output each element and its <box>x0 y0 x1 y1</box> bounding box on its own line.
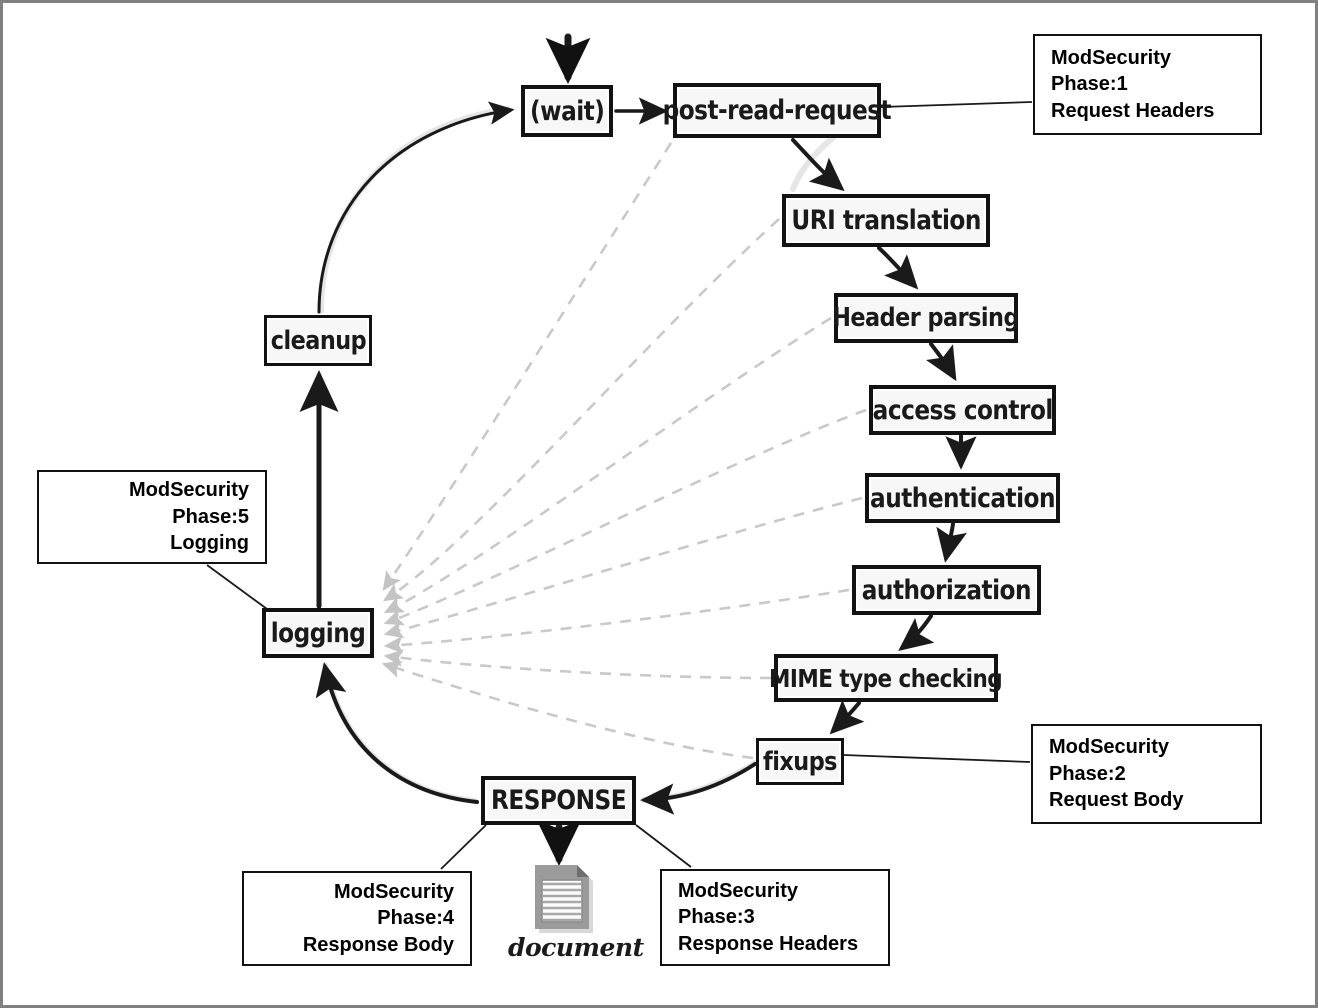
node-header-parsing[interactable]: Header parsing <box>832 293 1020 343</box>
callout-modsecurity-phase-2: ModSecurity Phase:2 Request Body <box>1031 724 1262 824</box>
leader-phase2 <box>843 754 1031 763</box>
dashed-mime-to-logging <box>383 649 772 680</box>
edge-uri-to-header <box>877 246 919 290</box>
dashed-uri-to-logging <box>383 218 780 602</box>
node-label: RESPONSE <box>490 785 627 816</box>
edge-cleanup-to-wait <box>317 101 515 314</box>
node-mime-type-checking[interactable]: MIME type checking <box>769 654 1003 702</box>
leader-phase3 <box>635 824 692 868</box>
callout-modsecurity-phase-3: ModSecurity Phase:3 Response Headers <box>660 869 890 966</box>
callout-line: Logging <box>170 532 249 555</box>
callout-line: ModSecurity Phase:5 <box>128 479 249 528</box>
callout-line: ModSecurity Phase:3 <box>678 879 799 929</box>
node-label: authentication <box>870 482 1055 514</box>
node-post-read-request[interactable]: post-read-request <box>663 83 892 138</box>
callout-modsecurity-phase-1: ModSecurity Phase:1 Request Headers <box>1033 34 1262 135</box>
node-logging[interactable]: logging <box>262 608 374 658</box>
dashed-header-to-logging <box>383 316 832 614</box>
callout-modsecurity-phase-5: ModSecurity Phase:5 Logging <box>37 470 267 564</box>
dashed-postread-to-logging <box>382 142 673 591</box>
node-label: fixups <box>763 746 837 777</box>
leader-phase5 <box>206 564 268 610</box>
dashed-fixups-to-logging <box>381 660 754 760</box>
node-authorization[interactable]: authorization <box>852 565 1041 615</box>
node-uri-translation[interactable]: URI translation <box>782 194 990 247</box>
edge-mime-to-fixups <box>829 699 865 735</box>
node-label: Header parsing <box>832 303 1020 333</box>
node-cleanup[interactable]: cleanup <box>264 315 372 366</box>
node-label: logging <box>270 617 366 649</box>
callout-line: Response Body <box>302 933 454 956</box>
edge-authz-to-mime <box>898 614 935 651</box>
node-label: authorization <box>861 574 1032 606</box>
dashed-authz-to-logging <box>383 588 850 654</box>
node-label: URI translation <box>791 205 981 236</box>
callout-line: Response Headers <box>678 932 859 955</box>
node-response[interactable]: RESPONSE <box>481 776 636 825</box>
callout-line: ModSecurity Phase:2 <box>1049 736 1170 785</box>
callout-modsecurity-phase-4: ModSecurity Phase:4 Response Body <box>242 871 472 966</box>
callout-line: ModSecurity Phase:1 <box>1051 46 1172 96</box>
callout-line: Request Body <box>1049 789 1184 812</box>
node-label: MIME type checking <box>769 663 1003 693</box>
edge-authn-to-authz <box>936 522 967 563</box>
node-label: access control <box>872 394 1053 426</box>
callout-line: Request Headers <box>1051 99 1215 122</box>
node-label: cleanup <box>270 325 366 356</box>
leader-phase1 <box>880 101 1033 108</box>
diagram-connectors <box>206 33 1033 870</box>
node-wait[interactable]: (wait) <box>521 85 613 137</box>
dashed-access-to-logging <box>383 408 867 626</box>
dashed-authn-to-logging <box>383 496 863 639</box>
edge-fixups-to-response <box>640 762 757 815</box>
leader-phase4 <box>440 824 487 870</box>
edge-response-to-logging <box>315 662 479 804</box>
node-access-control[interactable]: access control <box>869 385 1056 435</box>
document-page-icon <box>535 865 593 933</box>
node-fixups[interactable]: fixups <box>756 738 844 785</box>
node-label: (wait) <box>529 95 605 127</box>
node-label: post-read-request <box>662 95 892 126</box>
callout-line: ModSecurity Phase:4 <box>333 880 454 930</box>
node-authentication[interactable]: authentication <box>865 473 1060 523</box>
document-caption: document <box>508 933 644 962</box>
edge-postread-to-uri <box>791 138 845 192</box>
edge-header-to-access <box>926 342 957 382</box>
